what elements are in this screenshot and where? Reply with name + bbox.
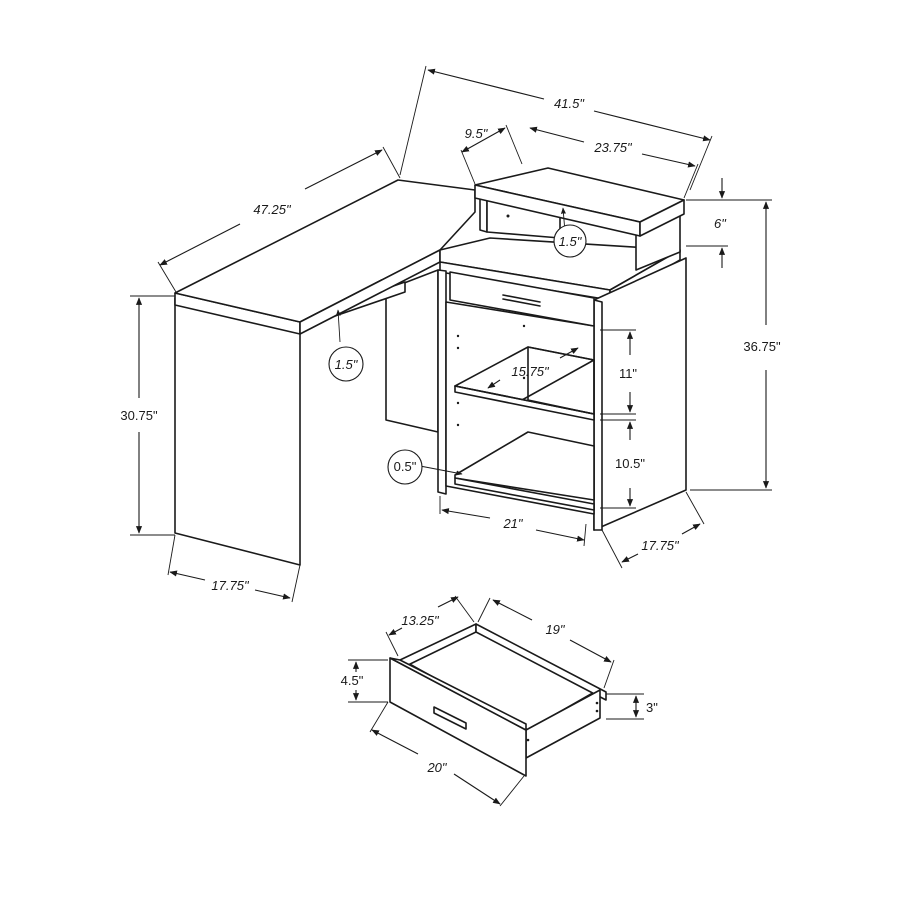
label-desk-length: 47.25" — [253, 202, 292, 217]
label-upper-shelf-height: 11" — [619, 366, 637, 381]
drawer-back-top — [475, 623, 607, 701]
label-hutch-width: 23.75" — [593, 140, 633, 155]
label-shelf-depth: 15.75" — [511, 364, 550, 379]
label-drawer-side-height: 3" — [646, 700, 658, 715]
drawer-handle — [433, 706, 467, 730]
desk-dimension-lines — [130, 65, 772, 603]
label-overall-width: 41.5" — [554, 96, 585, 111]
label-drawer-length: 19" — [545, 622, 565, 637]
drawer — [389, 623, 607, 777]
cabinet-right-post — [593, 299, 603, 531]
label-total-height: 36.75" — [743, 339, 781, 354]
desk-left-leg — [174, 297, 301, 566]
label-cabinet-width: 21" — [502, 516, 523, 531]
label-drawer-front-width: 20" — [426, 760, 447, 775]
hutch-shelf-side — [639, 199, 685, 237]
label-left-leg-depth: 17.75" — [211, 578, 250, 593]
label-hutch-depth: 9.5" — [465, 126, 489, 141]
label-desk-top-thickness: 1.5" — [335, 357, 359, 372]
label-drawer-front-height: 4.5" — [341, 673, 364, 688]
desk-top-thickness-callout — [328, 346, 364, 382]
label-hutch-thickness: 1.5" — [559, 234, 583, 249]
label-desk-height: 30.75" — [120, 408, 158, 423]
label-shelf-thickness: 0.5" — [394, 459, 417, 474]
label-lower-shelf-height: 10.5" — [615, 456, 645, 471]
cabinet-shelf-bottom-edge — [454, 477, 595, 511]
label-hutch-height: 6" — [714, 216, 727, 231]
dimension-labels: 41.5" 47.25" 9.5" 23.75" 6" 1.5" 36.75" … — [120, 96, 781, 775]
cabinet-drawer-handle — [502, 294, 541, 303]
label-drawer-inner-depth: 13.25" — [401, 613, 440, 628]
shelf-thickness-callout — [387, 449, 423, 485]
drawer-front-top-edge — [389, 657, 527, 731]
drawer-dimension-lines — [348, 595, 644, 807]
cabinet-side-panel — [593, 257, 687, 531]
hutch-thickness-callout — [553, 224, 587, 258]
corner-desk — [174, 167, 687, 566]
cabinet-left-post — [437, 269, 447, 495]
label-cabinet-depth: 17.75" — [641, 538, 680, 553]
